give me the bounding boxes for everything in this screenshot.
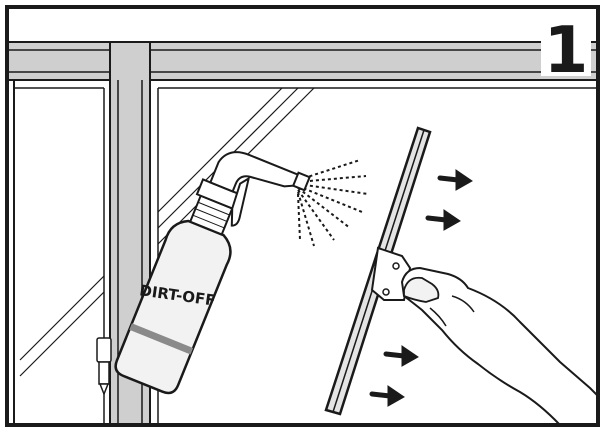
window-frame-top <box>7 42 598 80</box>
step-number: 1 <box>544 14 589 88</box>
left-window-pane <box>14 80 110 425</box>
step-number-badge: 1 <box>541 14 591 88</box>
